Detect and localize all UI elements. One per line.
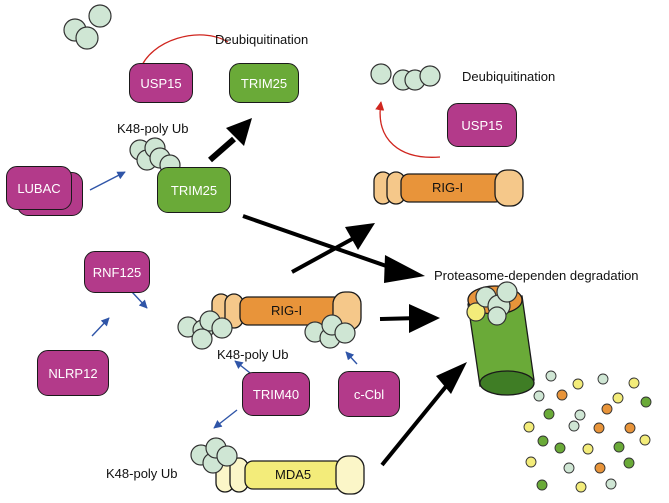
rig-i-right-shape <box>373 169 524 207</box>
mda5-shape <box>215 455 365 495</box>
k48-poly-ub-label-mid: K48-poly Ub <box>217 347 289 362</box>
k48-ub-chain-rig-i-left <box>177 310 233 350</box>
rnf125-label: RNF125 <box>92 264 142 280</box>
degraded-peptides <box>523 370 652 493</box>
k48-poly-ub-label-bottom: K48-poly Ub <box>106 466 178 481</box>
deubiquitination-label-top: Deubiquitination <box>215 32 309 47</box>
rnf125-box: RNF125 <box>84 251 150 293</box>
rig-i-center-shape <box>211 291 362 331</box>
k48-ub-chain-trim25 <box>129 137 181 176</box>
trim25-mid-label: TRIM25 <box>170 182 218 198</box>
c-cbl-box: c-Cbl <box>338 371 400 417</box>
trim25-top-box: TRIM25 <box>229 63 299 103</box>
k48-ub-chain-mda5 <box>190 437 238 474</box>
proteasome-label: Proteasome-dependen degradation <box>434 268 639 283</box>
c-cbl-label: c-Cbl <box>353 386 385 402</box>
usp15-right-box: USP15 <box>447 103 517 147</box>
deubiquitination-label-right: Deubiquitination <box>462 69 556 84</box>
trim25-mid-box: TRIM25 <box>157 167 231 213</box>
rig-i-center-label: RIG-I <box>271 303 303 318</box>
black-arrows <box>208 118 467 467</box>
proteasome-substrate <box>466 281 518 326</box>
trim40-label: TRIM40 <box>252 386 300 402</box>
k48-ub-chain-rig-i-right <box>304 314 356 349</box>
free-ubiquitin-right <box>370 63 441 91</box>
mda5-label: MDA5 <box>275 467 312 482</box>
lubac-label: LUBAC <box>17 180 61 196</box>
trim40-box: TRIM40 <box>242 372 310 416</box>
trim25-top-label: TRIM25 <box>240 75 288 91</box>
deubiquitination-arrow-top <box>133 34 229 80</box>
usp15-top-box: USP15 <box>129 63 193 103</box>
rig-i-right-label: RIG-I <box>432 180 464 195</box>
usp15-right-label: USP15 <box>461 117 503 133</box>
deubiquitination-arrow-right <box>375 101 441 158</box>
nlrp12-box: NLRP12 <box>37 350 109 396</box>
k48-poly-ub-label-top: K48-poly Ub <box>117 121 189 136</box>
nlrp12-label: NLRP12 <box>48 365 98 381</box>
usp15-top-label: USP15 <box>140 75 182 91</box>
free-ubiquitin-top <box>63 4 112 50</box>
lubac-box: LUBAC <box>6 166 72 210</box>
